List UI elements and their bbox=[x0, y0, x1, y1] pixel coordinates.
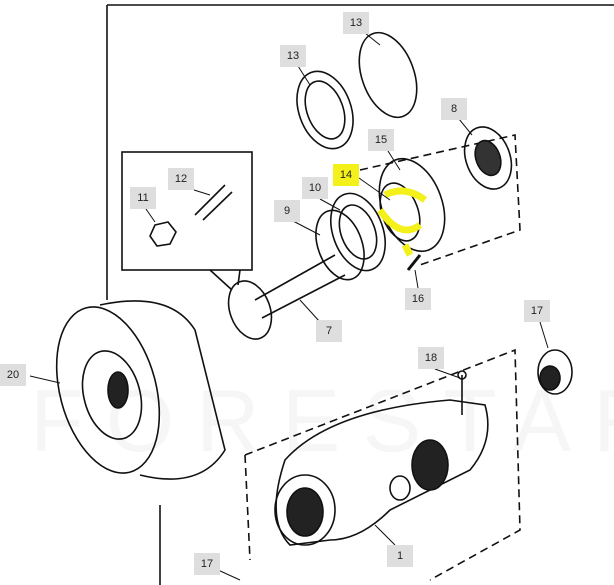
callout-1: 1 bbox=[387, 545, 413, 567]
cap bbox=[537, 349, 573, 395]
callout-9: 9 bbox=[274, 200, 300, 222]
callout-8: 8 bbox=[441, 98, 467, 120]
bearing bbox=[463, 126, 513, 190]
seal-10 bbox=[330, 192, 386, 272]
callout-17-cap: 17 bbox=[524, 300, 550, 322]
callout-7: 7 bbox=[316, 320, 342, 342]
seal bbox=[296, 70, 354, 150]
nut bbox=[149, 221, 177, 247]
callout-12: 12 bbox=[168, 168, 194, 190]
callout-20: 20 bbox=[0, 364, 26, 386]
callout-13-seal: 13 bbox=[280, 45, 306, 67]
wheel bbox=[55, 306, 161, 474]
callout-11: 11 bbox=[130, 187, 156, 209]
dashed-outline-hub bbox=[359, 134, 521, 266]
dashed-outline-housing bbox=[244, 348, 521, 581]
inset-box bbox=[121, 151, 253, 271]
callout-16: 16 bbox=[405, 288, 431, 310]
callout-17-bottom: 17 bbox=[194, 553, 220, 575]
callout-15: 15 bbox=[368, 129, 394, 151]
bolt bbox=[194, 184, 233, 221]
ring-9 bbox=[315, 209, 365, 281]
callout-10: 10 bbox=[302, 177, 328, 199]
callout-14: 14 bbox=[333, 164, 359, 186]
spindle bbox=[254, 254, 346, 319]
highlight-14 bbox=[377, 187, 428, 257]
leader-lines bbox=[29, 32, 549, 581]
o-ring bbox=[358, 31, 418, 119]
callout-18: 18 bbox=[418, 347, 444, 369]
callout-13-oring: 13 bbox=[343, 12, 369, 34]
frame-line bbox=[106, 4, 614, 585]
